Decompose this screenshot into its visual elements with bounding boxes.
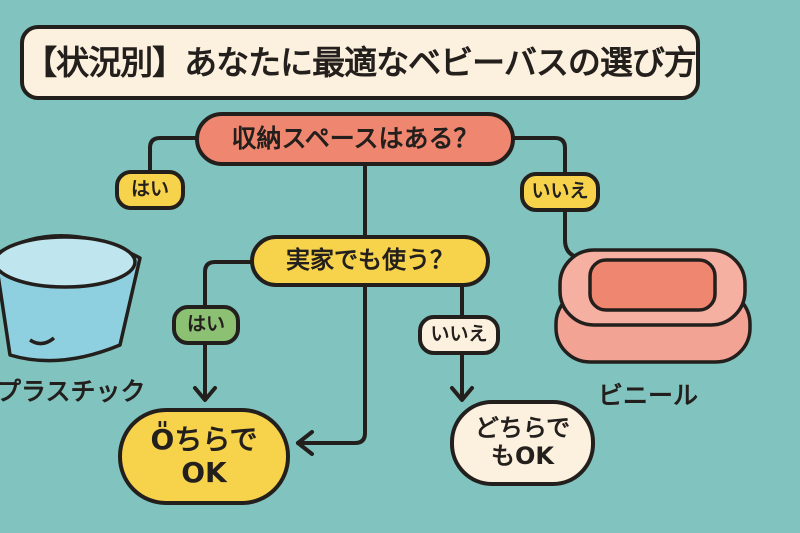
plastic-label: プラスチック xyxy=(0,377,146,406)
q2-yes-badge: はい xyxy=(172,305,240,345)
q1-yes-connector xyxy=(148,136,197,172)
main-down-connector xyxy=(296,164,367,445)
question-use-at-parents-home: 実家でも使う？ xyxy=(250,235,490,287)
vinyl-label: ビニール xyxy=(598,381,699,410)
page-title: 【状況別】あなたに最適なベビーバスの選び方 xyxy=(20,25,700,100)
q2-no-badge: いいえ xyxy=(418,315,500,355)
result-either-ok-no: どちらで もOK xyxy=(450,400,595,486)
arrow-down-head-2 xyxy=(450,386,474,402)
plastic-tub-illustration xyxy=(0,234,142,363)
q1-no-badge: いいえ xyxy=(520,172,600,212)
vinyl-pool-illustration xyxy=(554,248,752,364)
q1-yes-badge: はい xyxy=(115,170,185,210)
arrow-left-head xyxy=(296,430,314,456)
q1-no-to-vinyl-connector xyxy=(563,210,582,260)
question-storage-space: 収納スペースはある？ xyxy=(195,112,515,166)
arrow-down-head-1 xyxy=(193,386,217,402)
q1-no-connector xyxy=(513,136,567,174)
q2-yes-connector xyxy=(203,260,252,307)
result-either-ok-yes: O̎ちらで OK xyxy=(118,408,290,505)
